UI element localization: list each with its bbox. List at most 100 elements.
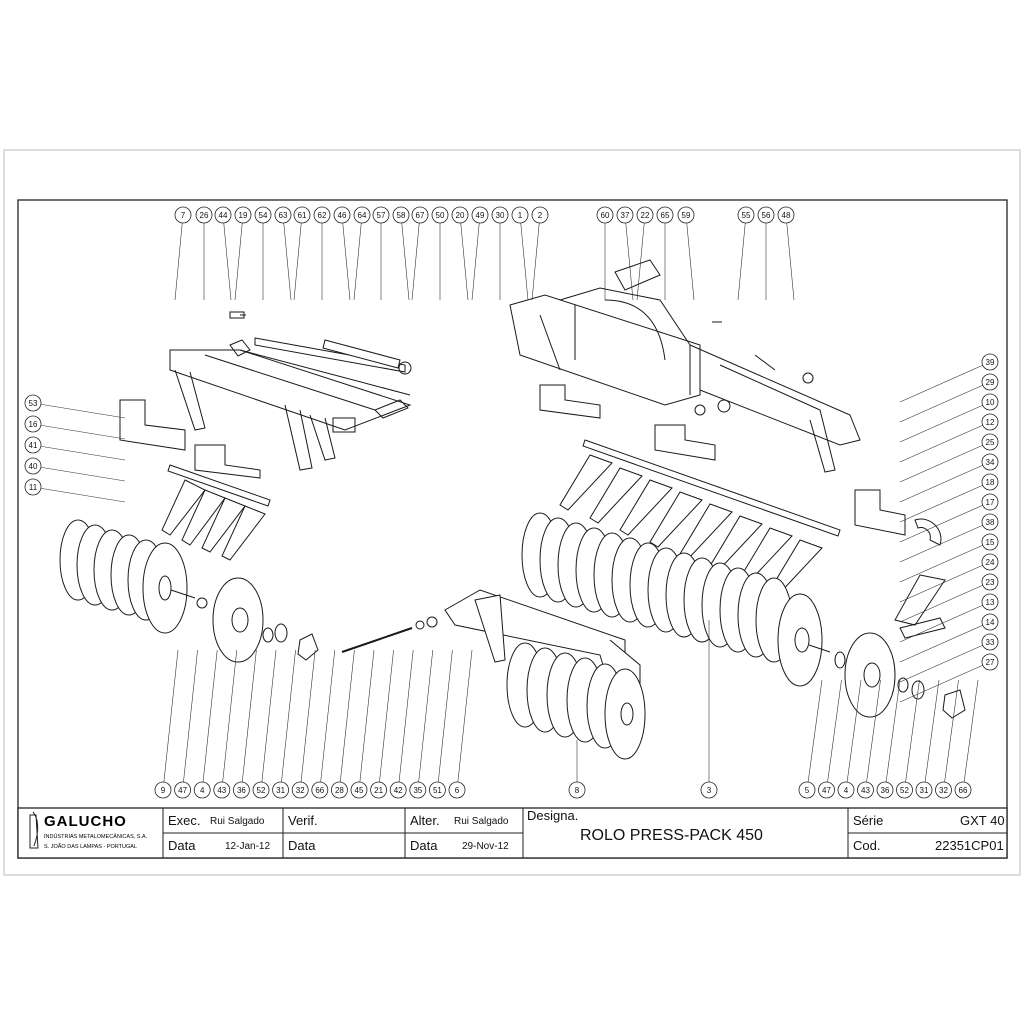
callout-number: 33 (986, 638, 995, 647)
callout-circle (293, 206, 311, 224)
callout-number: 45 (355, 786, 364, 795)
bracket-arc-right (914, 518, 942, 546)
tine-bar-right (582, 439, 841, 537)
leader-line (899, 561, 991, 603)
callout-number: 30 (496, 211, 505, 220)
leader-line (32, 423, 126, 440)
callout-balloon: 56 (757, 206, 775, 300)
callout-number: 49 (476, 211, 485, 220)
callout-circle (857, 781, 874, 799)
callout-circle (24, 457, 42, 475)
callout-number: 27 (986, 658, 995, 667)
leader-line (865, 679, 881, 791)
callout-number: 40 (29, 462, 38, 471)
leader-line (319, 649, 336, 791)
callout-circle (896, 781, 913, 799)
leader-line (899, 521, 991, 563)
callout-balloon: 15 (899, 533, 999, 583)
callout-number: 6 (455, 786, 460, 795)
leader-line (636, 214, 646, 301)
callout-balloon: 4 (837, 679, 862, 799)
callout-circle (981, 513, 999, 531)
callout-number: 2 (538, 211, 543, 220)
callout-circle (915, 781, 933, 799)
callout-circle (431, 206, 449, 224)
cod-value: 22351CP01 (935, 838, 1004, 853)
bracket-centre-1 (539, 384, 601, 419)
callout-balloon: 66 (954, 679, 979, 799)
callout-circle (330, 781, 348, 799)
leader-line (899, 461, 991, 503)
callout-balloon: 66 (311, 649, 336, 799)
callout-circle (511, 206, 529, 224)
callout-circle (274, 206, 292, 224)
cod-label: Cod. (853, 838, 880, 853)
callout-circle (214, 206, 232, 224)
callout-balloon: 47 (174, 649, 198, 799)
callout-circle (333, 206, 351, 224)
callout-number: 54 (259, 211, 268, 220)
bracket-left-1 (119, 399, 186, 451)
callout-number: 52 (257, 786, 266, 795)
callout-number: 56 (762, 211, 771, 220)
callout-balloon: 61 (293, 206, 311, 301)
callout-circle (392, 206, 410, 224)
callout-circle (981, 493, 999, 511)
bracket-centre-2 (654, 424, 716, 461)
leader-line (282, 214, 292, 301)
callout-balloon: 27 (899, 653, 999, 703)
callout-circle (837, 781, 855, 799)
callout-number: 65 (661, 211, 670, 220)
callout-balloon: 4 (193, 649, 218, 799)
callout-number: 3 (707, 786, 712, 795)
leader-line (899, 621, 991, 663)
callout-balloon: 45 (350, 649, 375, 799)
exec-value: Rui Salgado (210, 816, 265, 827)
callout-balloon: 21 (370, 649, 394, 799)
callout-balloon: 57 (372, 206, 390, 300)
leader-line (531, 214, 541, 301)
callout-number: 18 (986, 478, 995, 487)
leader-line (785, 214, 795, 301)
callout-balloon: 53 (24, 394, 126, 419)
callout-circle (935, 781, 952, 799)
callout-number: 29 (986, 378, 995, 387)
callout-balloon: 17 (899, 493, 999, 543)
leader-line (221, 649, 238, 791)
leader-line (32, 465, 126, 482)
callout-circle (636, 206, 654, 224)
callout-balloon: 38 (899, 513, 999, 563)
callout-balloon: 7 (174, 206, 192, 301)
callout-number: 59 (682, 211, 691, 220)
callout-circle (981, 393, 999, 411)
callout-balloon: 36 (876, 679, 901, 799)
callout-balloon: 47 (818, 679, 842, 799)
callout-circle (798, 781, 816, 799)
leader-line (174, 214, 184, 301)
leader-line (353, 214, 363, 301)
callout-number: 44 (219, 211, 228, 220)
callout-number: 35 (413, 786, 422, 795)
callout-circle (448, 781, 466, 799)
leader-line (899, 641, 991, 683)
callout-balloon: 41 (24, 436, 126, 461)
leader-line (806, 679, 823, 791)
leader-line (904, 679, 920, 791)
callout-number: 14 (986, 618, 995, 627)
callout-balloon: 24 (899, 553, 999, 603)
callout-number: 62 (318, 211, 327, 220)
callout-circle (700, 781, 718, 799)
callout-number: 26 (200, 211, 209, 220)
callout-circle (24, 478, 42, 496)
callout-number: 15 (986, 538, 995, 547)
leader-line (32, 402, 126, 419)
callout-balloon: 19 (234, 206, 252, 301)
leader-line (899, 481, 991, 523)
callout-number: 47 (822, 786, 831, 795)
callout-circle (981, 573, 999, 591)
leader-line (299, 649, 316, 791)
verif-label: Verif. (288, 813, 318, 828)
callout-circle (195, 206, 213, 224)
callout-number: 55 (742, 211, 751, 220)
